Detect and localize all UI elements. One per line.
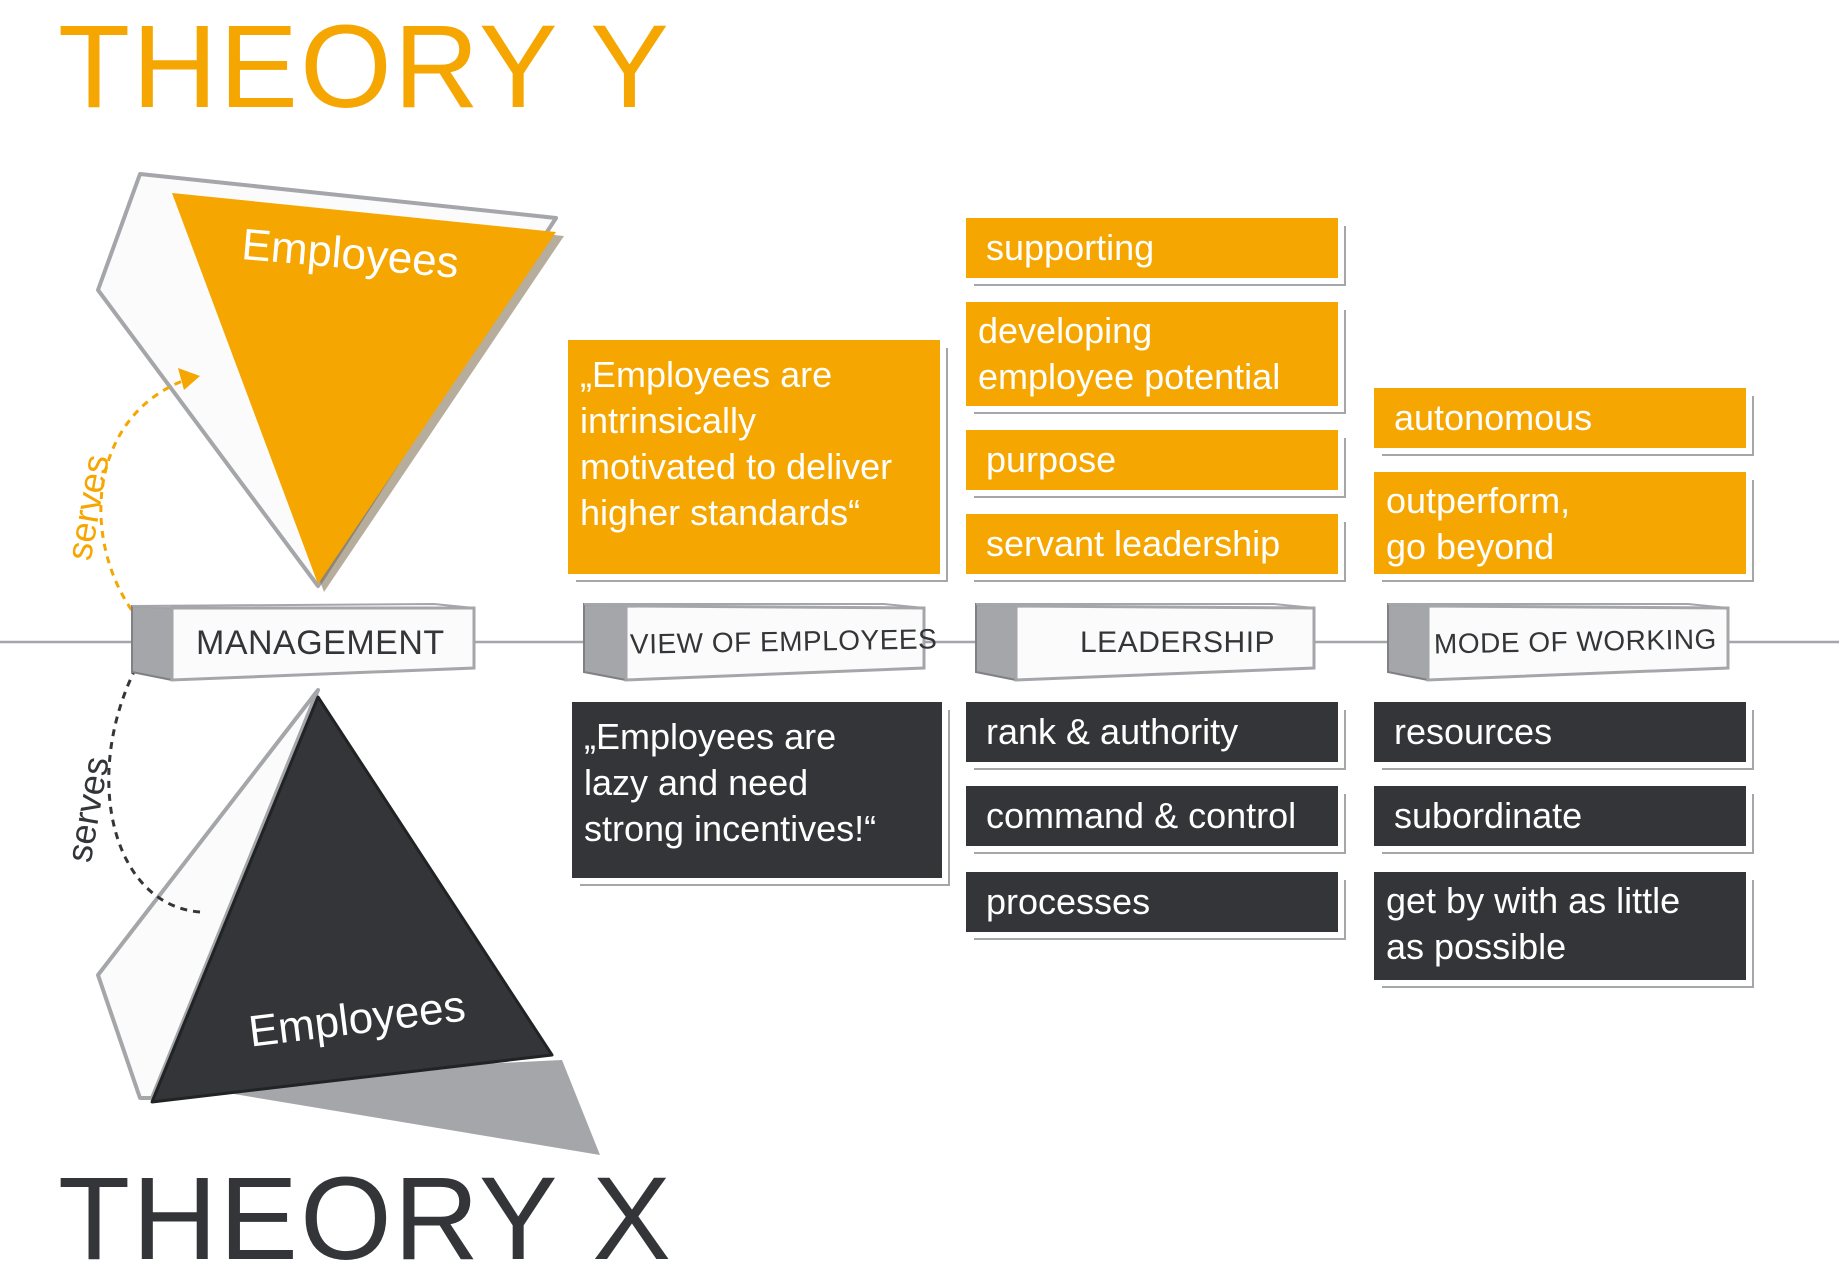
theory-y-mode-item: outperform, go beyond	[1374, 472, 1746, 574]
serves-arrow-top	[99, 378, 186, 632]
category-mode-of-working: MODE OF WORKING	[1433, 623, 1718, 660]
theory-x-mode-item: subordinate	[1374, 786, 1746, 846]
management-bar	[131, 602, 476, 682]
theory-y-leadership-item: supporting	[966, 218, 1338, 278]
leadership-bar	[975, 602, 1316, 682]
category-management: MANAGEMENT	[196, 624, 445, 662]
theory-x-leadership-item: processes	[966, 872, 1338, 932]
theory-y-title: THEORY Y	[58, 1, 671, 133]
theory-y-pyramid	[96, 172, 564, 592]
theory-x-mode-item: get by with as little as possible	[1374, 872, 1746, 980]
theory-x-leadership-item: rank & authority	[966, 702, 1338, 762]
category-leadership: LEADERSHIP	[1080, 626, 1276, 659]
theory-y-leadership-item: developing employee potential	[966, 302, 1338, 406]
mode-bar	[1387, 602, 1730, 682]
theory-y-mode-item: autonomous	[1374, 388, 1746, 448]
theory-y-view-box: „Employees are intrinsically motivated t…	[568, 340, 940, 574]
theory-x-pyramid	[96, 688, 600, 1155]
category-view-of-employees: VIEW OF EMPLOYEES	[629, 623, 938, 660]
view-bar	[583, 602, 926, 682]
serves-arrow-bottom	[107, 659, 201, 914]
theory-x-title: THEORY X	[58, 1153, 673, 1285]
theory-y-leadership-item: servant leadership	[966, 514, 1338, 574]
theory-x-view-box: „Employees are lazy and need strong ince…	[572, 702, 942, 878]
theory-x-leadership-item: command & control	[966, 786, 1338, 846]
theory-x-mode-item: resources	[1374, 702, 1746, 762]
theory-y-leadership-item: purpose	[966, 430, 1338, 490]
